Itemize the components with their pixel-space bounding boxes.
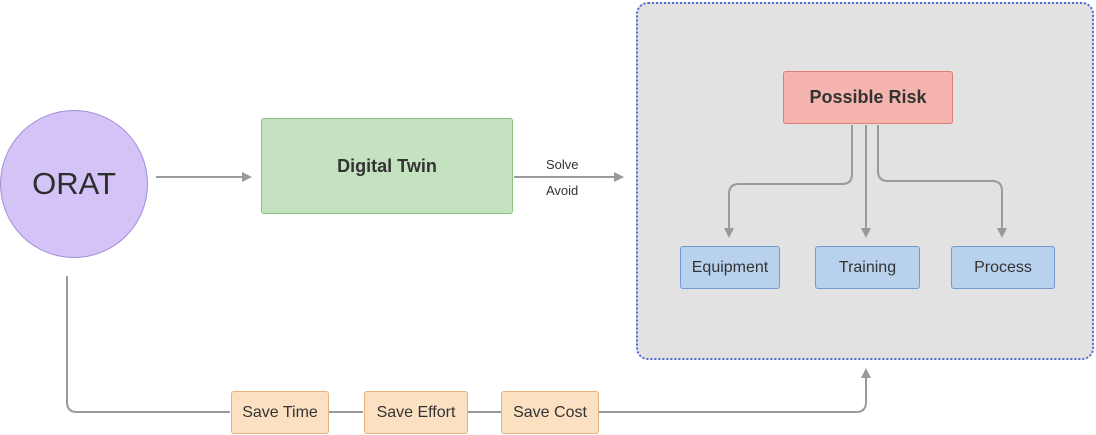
saving-time-node: Save Time [231, 391, 329, 434]
risk-category-training: Training [815, 246, 920, 289]
edge-label-solve: Solve [546, 157, 579, 172]
possible-risk-label: Possible Risk [809, 87, 927, 107]
arrow-orat-savings-path [66, 276, 866, 413]
risk-category-equipment: Equipment [680, 246, 780, 289]
risk-category-label: Equipment [691, 258, 769, 276]
saving-label: Save Time [242, 403, 318, 421]
saving-effort-node: Save Effort [364, 391, 468, 434]
orat-label: ORAT [32, 166, 116, 201]
edge-label-avoid: Avoid [546, 183, 579, 198]
possible-risk-node: Possible Risk [783, 71, 953, 124]
risk-category-label: Process [974, 258, 1032, 276]
digital-twin-label: Digital Twin [337, 155, 437, 176]
saving-label: Save Cost [513, 403, 587, 421]
saving-cost-node: Save Cost [501, 391, 599, 434]
saving-label: Save Effort [376, 403, 456, 421]
risk-category-label: Training [838, 258, 897, 276]
arrow-risk-to-process [877, 125, 1007, 238]
risk-category-process: Process [951, 246, 1055, 289]
orat-node: ORAT [0, 110, 148, 258]
arrow-risk-to-equipment [724, 125, 853, 238]
digital-twin-node: Digital Twin [261, 118, 513, 214]
